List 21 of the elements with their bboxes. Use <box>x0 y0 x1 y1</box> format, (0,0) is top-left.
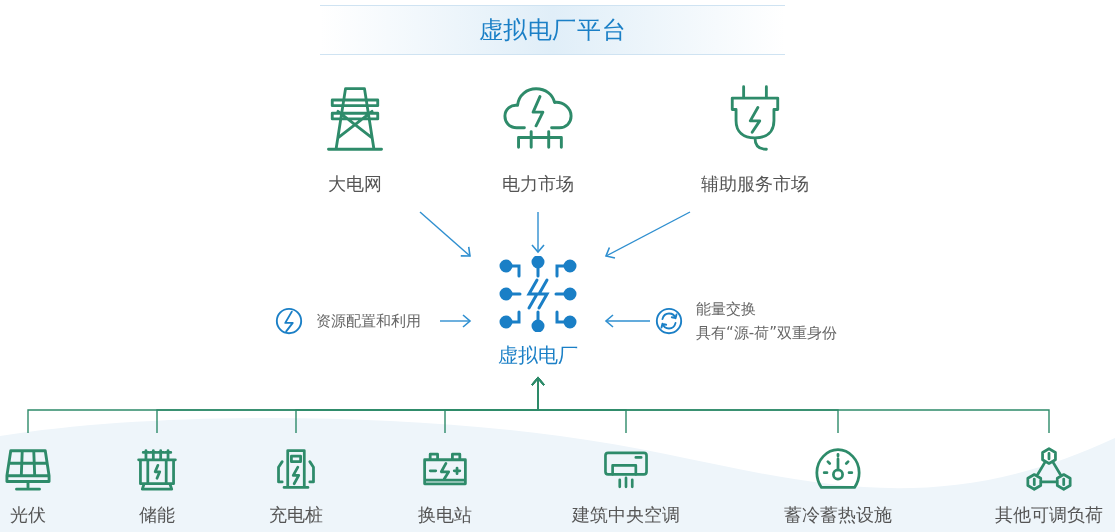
resource-label: 换电站 <box>418 503 472 527</box>
arrow <box>419 211 471 257</box>
category-label: 大电网 <box>328 172 382 196</box>
feature-text: 具有“源-荷”双重身份 <box>696 323 837 343</box>
category-label: 电力市场 <box>502 172 574 196</box>
arrow <box>605 211 691 259</box>
category-label: 辅助服务市场 <box>701 172 809 196</box>
feature-text: 资源配置和利用 <box>316 311 421 331</box>
arrow <box>531 377 1050 434</box>
feature-text: 能量交换 <box>696 299 757 319</box>
arrow <box>439 314 471 328</box>
banner-title: 虚拟电厂平台 <box>478 15 627 46</box>
hub-label: 虚拟电厂 <box>498 342 578 369</box>
arrow <box>605 314 651 328</box>
resource-label: 蓄冷蓄热设施 <box>784 503 892 527</box>
resource-label: 充电桩 <box>269 503 323 527</box>
resource-label: 光伏 <box>10 503 46 527</box>
resource-label: 其他可调负荷 <box>995 503 1103 527</box>
arrow <box>531 211 545 253</box>
resource-label: 储能 <box>139 503 175 527</box>
resource-label: 建筑中央空调 <box>572 503 680 527</box>
